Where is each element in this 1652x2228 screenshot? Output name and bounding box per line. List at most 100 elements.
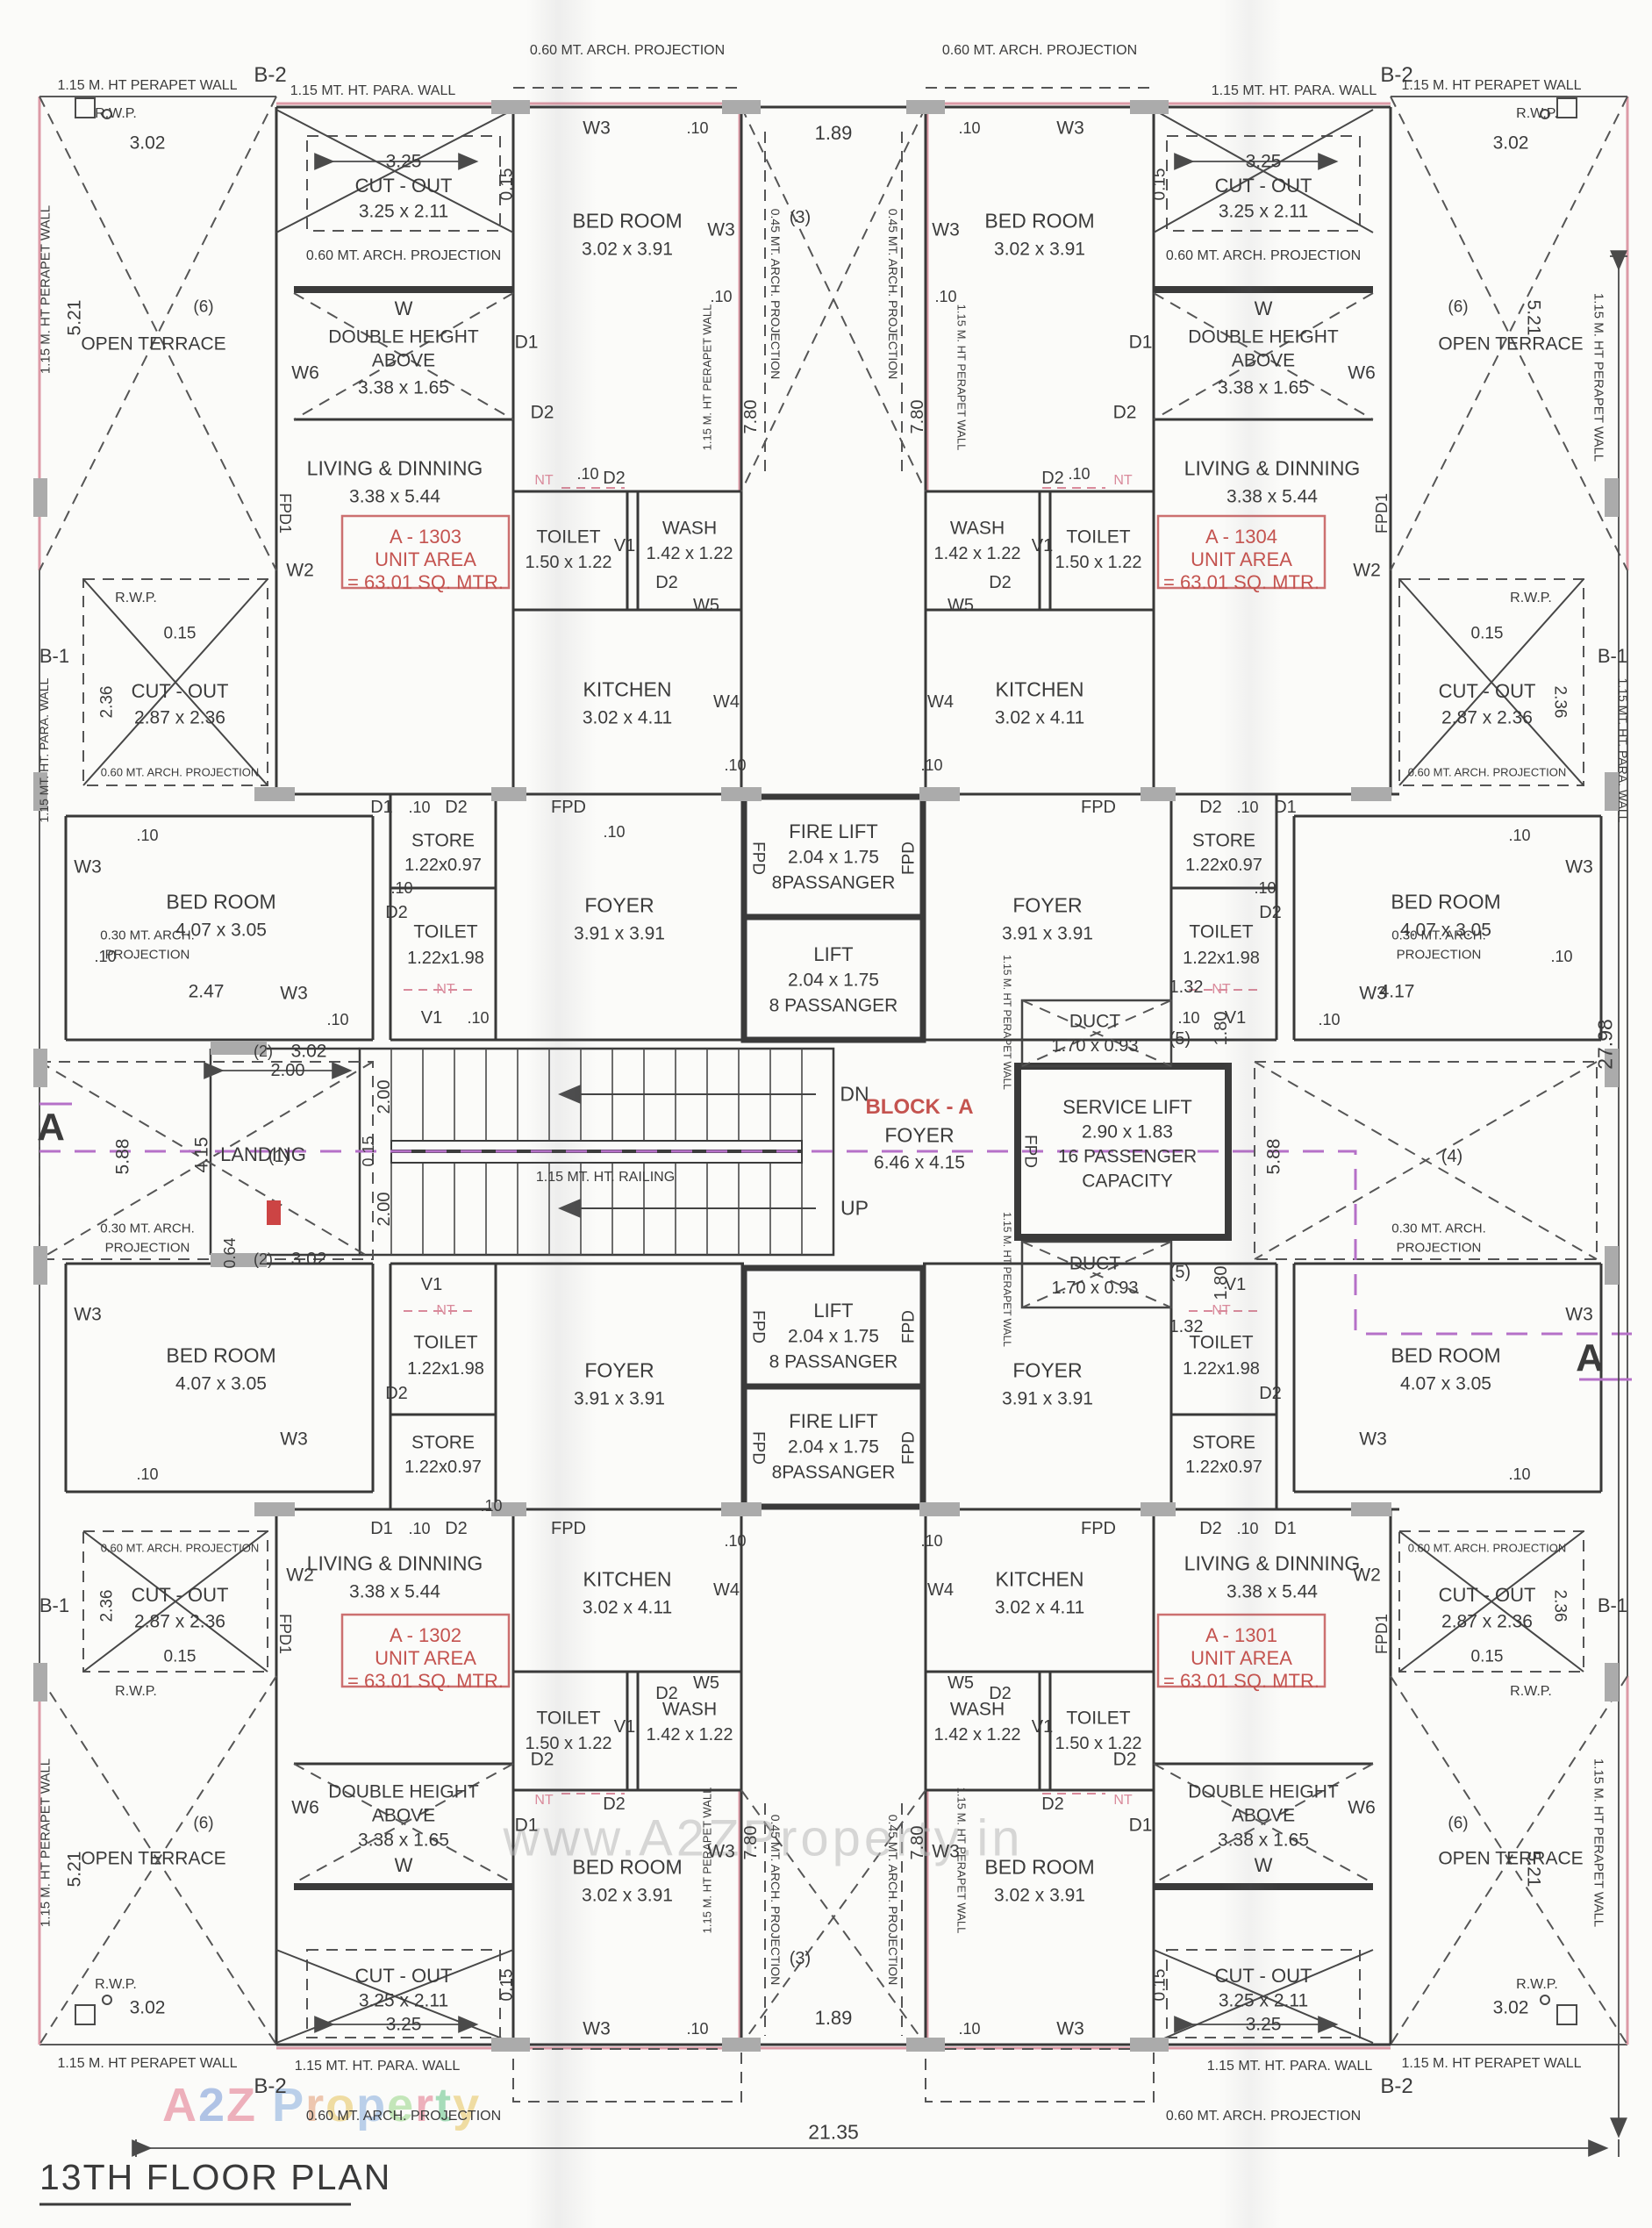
plan-label: FOYER [884,1123,955,1147]
plan-label: 1.15 M. HT PERAPET WALL [955,304,969,451]
plan-label: W2 [286,1565,314,1586]
plan-label: CAPACITY [1082,1171,1173,1192]
plan-label: 3.25 [385,151,422,172]
plan-label: STORE [1192,1432,1255,1453]
plan-label: 2.36 [1550,685,1570,719]
plan-label: FPD1 [276,492,294,534]
plan-label: 8PASSANGER [771,872,896,893]
plan-label: W6 [291,1797,319,1818]
plan-label: STORE [411,830,475,851]
plan-label: 1.15 MT. HT. PARA. WALL [1616,677,1630,823]
plan-label: D2 [385,1384,408,1403]
plan-label: .10 [1254,879,1277,897]
plan-label: 0.15 [1470,624,1504,643]
watermark-text: www.A2ZProperty.in [503,1809,1024,1867]
plan-label: BED ROOM [572,209,683,233]
plan-label: UNIT AREA [1191,1647,1292,1669]
plan-label: 2.47 [188,981,225,1002]
plan-label: 5.21 [1523,1851,1544,1888]
plan-label: W3 [1056,2018,1084,2039]
nt-dashes [404,487,1263,1795]
plan-label: D2 [989,1684,1012,1703]
plan-label: SERVICE LIFT [1062,1096,1192,1118]
plan-label: W3 [74,1304,102,1325]
plan-label: 3.91 x 3.91 [1002,923,1093,944]
plan-label: D2 [1041,469,1064,488]
plan-label: NT [436,982,455,997]
plan-label: FOYER [584,1358,654,1382]
plan-label: WASH [662,518,718,539]
plan-label: 0.15 [1150,1968,1169,2002]
plan-label: 3.02 x 4.11 [582,1597,673,1618]
plan-label: BED ROOM [166,1343,276,1367]
plan-label: WASH [662,1699,718,1720]
watermark-logo-letter: Z [226,2079,258,2131]
plan-label: 0.15 [163,1647,197,1666]
plan-label: 3.02 x 3.91 [582,239,673,260]
plan-label: OPEN TERRACE [1438,1848,1584,1869]
plan-label: UNIT AREA [375,1647,476,1669]
plan-label: .10 [686,119,709,137]
wall-piers [33,100,1619,2052]
plan-label: BED ROOM [984,209,1095,233]
plan-label: 2.00 [270,1061,305,1080]
watermark-logo-letter: o [325,2079,357,2131]
fire-hydrant-icon [267,1200,281,1225]
plan-label: CUT - OUT [1214,175,1312,197]
plan-label: 1.22x1.98 [1183,1359,1260,1379]
plan-label: 2.87 x 2.36 [134,707,225,728]
plan-label: .10 [724,1532,747,1550]
plan-label: 7.80 [741,1825,761,1860]
plan-label: 1.15 M. HT PERAPET WALL [1001,955,1013,1090]
plan-label: = 63.01 SQ. MTR. [1163,571,1319,593]
cutout-crosses [82,109,1584,2044]
plan-label: 3.02 x 4.11 [994,707,1085,728]
plan-label: 3.02 [1492,133,1529,154]
plan-label: 0.60 MT. ARCH. PROJECTION [1407,765,1567,779]
plan-label: B-1 [1597,645,1628,667]
plan-label: 1.50 x 1.22 [1055,1734,1142,1753]
plan-label: .10 [920,1532,943,1550]
plan-label: CUT - OUT [1214,1965,1312,1987]
plan-label: W3 [74,856,102,878]
plan-label: 3.25 x 2.11 [1218,201,1309,222]
thick-walls [294,286,1373,1890]
plan-label: TOILET [1189,921,1254,942]
plan-label: (6) [193,1814,214,1833]
plan-label: A - 1304 [1205,526,1277,548]
plan-label: .10 [408,1520,431,1537]
plan-label: LIVING & DINNING [1184,456,1361,480]
plan-label: 2.04 x 1.75 [788,847,879,868]
plan-label: (3) [789,208,812,227]
plan-label: W6 [1348,362,1376,383]
plan-label: A [37,1106,65,1149]
plan-label: .10 [136,1465,159,1483]
plan-label: FPD [899,1431,919,1465]
plan-label: A - 1303 [390,526,461,548]
plan-label: .10 [390,879,413,897]
watermark-logo: A2Z Property [162,2078,481,2132]
plan-label: 2.87 x 2.36 [134,1611,225,1632]
plan-label: V1 [1224,1008,1247,1028]
plan-label: V1 [1031,536,1054,555]
plan-label: W3 [932,1841,960,1862]
watermark-logo-letter: p [356,2079,388,2131]
plan-label: 3.38 x 1.65 [358,1830,449,1851]
plan-label: W3 [280,1429,308,1450]
plan-label: 1.15 M. HT PERAPET WALL [700,1787,714,1934]
plan-label: .10 [958,119,981,137]
plan-label: W3 [1565,1304,1593,1325]
plan-label: OPEN TERRACE [1438,333,1584,355]
plan-label: UNIT AREA [375,548,476,570]
plan-label: 2.04 x 1.75 [788,970,879,991]
plan-label: 1.32 [1169,978,1204,997]
plan-label: R.W.P. [95,1977,137,1992]
plan-label: W [394,1854,413,1876]
duct-bottom [1020,1240,1173,1309]
plan-label: 0.60 MT. ARCH. PROJECTION [100,765,260,779]
rwp-markers [75,97,1577,2025]
plan-label: TOILET [413,921,478,942]
plan-label: (5) [1169,1263,1191,1282]
plan-label: 3.91 x 3.91 [574,923,665,944]
plan-label: NT [534,1793,554,1808]
